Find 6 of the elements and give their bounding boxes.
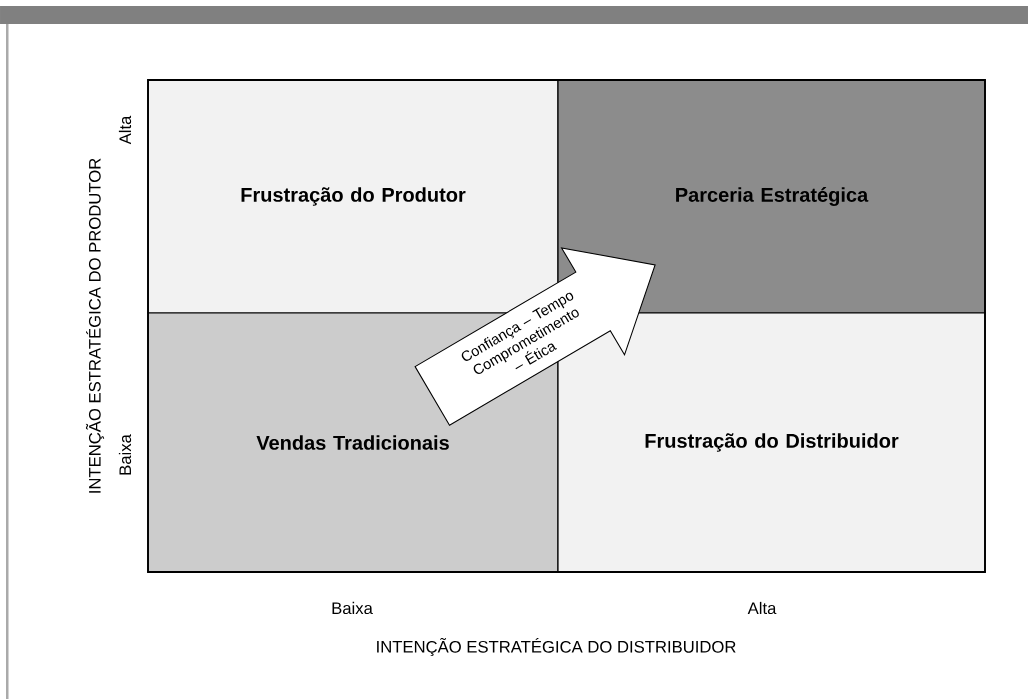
- axis-title: INTENÇÃO ESTRATÉGICA DO DISTRIBUIDOR: [377, 637, 736, 657]
- axis-value: Baixa: [118, 434, 132, 475]
- axis-value: Alta: [747, 601, 777, 615]
- axis-value: Alta: [118, 115, 132, 145]
- axis-value: Baixa: [332, 601, 373, 615]
- axis-title: INTENÇÃO ESTRATÉGICA DO PRODUTOR: [85, 158, 105, 493]
